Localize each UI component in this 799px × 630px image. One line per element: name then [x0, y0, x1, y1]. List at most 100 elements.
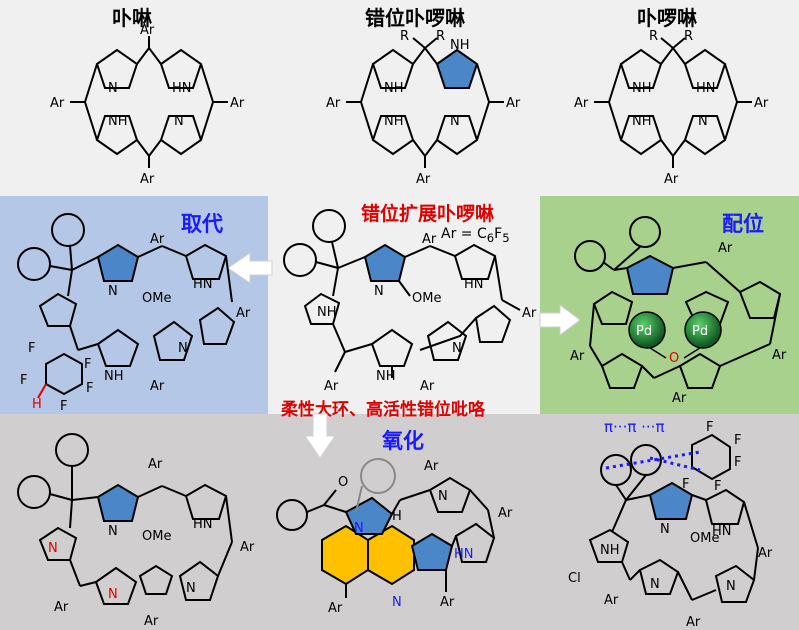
atom-nh: NH — [376, 369, 396, 384]
atom-ar: Ar — [424, 459, 439, 474]
substitution-panel — [0, 196, 268, 414]
atom-hn: HN — [454, 547, 474, 562]
atom-ome: OMe — [690, 531, 719, 546]
atom-ar: Ar — [230, 96, 245, 111]
atom-n: N — [108, 524, 118, 539]
atom-n: N — [726, 579, 736, 594]
atom-n: N — [650, 577, 660, 592]
atom-ar: Ar — [422, 232, 437, 247]
coordination-title: 配位 — [722, 212, 764, 236]
confused-porphodimethene-title: 错位卟啰啉 — [365, 6, 465, 30]
atom-ome: OMe — [142, 529, 171, 544]
porphodimethene-structure — [594, 37, 752, 168]
atom-ome: OMe — [142, 291, 171, 306]
oxidation-right-labels: N OMe HN NH N N Cl F F F F F Ar Ar Ar — [568, 420, 773, 630]
atom-ar: Ar — [236, 306, 251, 321]
arrow-right — [539, 304, 581, 336]
atom-hn: HN — [696, 81, 716, 96]
atom-ar: Ar — [754, 96, 769, 111]
atom-nh: NH — [384, 81, 404, 96]
substitution-title: 取代 — [181, 212, 223, 236]
oxidation-left-labels: N OMe HN N N N Ar Ar Ar Ar — [48, 457, 255, 629]
substitution-structure — [17, 213, 236, 399]
porphyrin-structure — [70, 36, 228, 168]
atom-n: N — [698, 114, 708, 129]
porphyrin-labels: Ar Ar Ar Ar N HN NH N — [50, 23, 245, 187]
atom-h: H — [392, 509, 402, 524]
atom-o: O — [338, 475, 348, 490]
atom-f: F — [86, 381, 93, 396]
atom-ar: Ar — [240, 540, 255, 555]
coordination-labels: Pd Pd O Ar Ar Ar Ar — [570, 241, 787, 406]
atom-ar: Ar — [522, 306, 537, 321]
arrow-down — [304, 413, 336, 459]
atom-nh: NH — [450, 38, 470, 53]
atom-ar: Ar — [506, 96, 521, 111]
atom-ar: Ar — [326, 96, 341, 111]
atom-n: N — [178, 341, 188, 356]
atom-ar: Ar — [574, 96, 589, 111]
atom-n: N — [354, 521, 364, 536]
atom-f: F — [28, 341, 35, 356]
atom-n: N — [392, 595, 402, 610]
center-structure — [283, 209, 521, 378]
atom-hn: HN — [172, 81, 192, 96]
atom-ar: Ar — [664, 172, 679, 187]
atom-ar: Ar — [148, 457, 163, 472]
atom-nh: NH — [632, 81, 652, 96]
atom-ar: Ar — [686, 615, 701, 630]
atom-ar: Ar — [144, 614, 159, 629]
oxidation-title: 氧化 — [382, 429, 424, 453]
porphodimethene-title: 卟啰啉 — [637, 6, 697, 30]
atom-r: R — [400, 29, 409, 44]
atom-n: N — [108, 81, 118, 96]
atom-n: N — [186, 581, 196, 596]
atom-hn: HN — [464, 277, 484, 292]
atom-ar: Ar — [772, 348, 787, 363]
atom-nh: NH — [104, 369, 124, 384]
atom-n: N — [450, 114, 460, 129]
atom-ar: Ar — [54, 600, 69, 615]
atom-ar: Ar — [420, 379, 435, 394]
atom-n: N — [108, 284, 118, 299]
atom-h: H — [32, 397, 42, 412]
oxidation-middle-structure — [276, 458, 496, 598]
atom-ar: Ar — [604, 593, 619, 608]
atom-ar: Ar — [570, 349, 585, 364]
atom-pd: Pd — [636, 324, 652, 339]
oxidation-left-structure — [17, 433, 233, 605]
atom-pd: Pd — [692, 324, 708, 339]
atom-ar: Ar — [140, 172, 155, 187]
atom-nh: NH — [632, 114, 652, 129]
atom-nh: NH — [600, 543, 620, 558]
porphyrin-title: 卟啉 — [112, 6, 152, 30]
atom-n: N — [108, 587, 118, 602]
atom-hn: HN — [712, 524, 732, 539]
oxidation-middle-labels: O N H N HN N Ar Ar Ar Ar — [328, 459, 513, 616]
atom-n: N — [660, 522, 670, 537]
atom-hn: HN — [193, 517, 213, 532]
atom-f: F — [734, 455, 741, 470]
atom-ar: Ar — [150, 379, 165, 394]
atom-ar: Ar — [440, 595, 455, 610]
center-caption: 柔性大环、高活性错位吡咯 — [281, 400, 485, 420]
atom-f: F — [706, 420, 713, 435]
ar-definition: Ar = C6F5 — [441, 226, 510, 245]
atom-f: F — [84, 357, 91, 372]
oxidation-right-structure — [588, 433, 759, 603]
atom-nh: NH — [317, 305, 337, 320]
atom-ar: Ar — [758, 546, 773, 561]
atom-ar: Ar — [672, 391, 687, 406]
atom-ar: Ar — [50, 96, 65, 111]
atom-hn: HN — [193, 277, 213, 292]
atom-ar: Ar — [150, 232, 165, 247]
pi-stacking-label: π···π ···π — [604, 418, 665, 436]
atom-n: N — [438, 489, 448, 504]
atom-f: F — [714, 479, 721, 494]
atom-cl: Cl — [568, 571, 581, 586]
atom-r: R — [684, 29, 693, 44]
atom-ar: Ar — [324, 379, 339, 394]
coordination-panel — [540, 196, 799, 414]
atom-f: F — [20, 373, 27, 388]
